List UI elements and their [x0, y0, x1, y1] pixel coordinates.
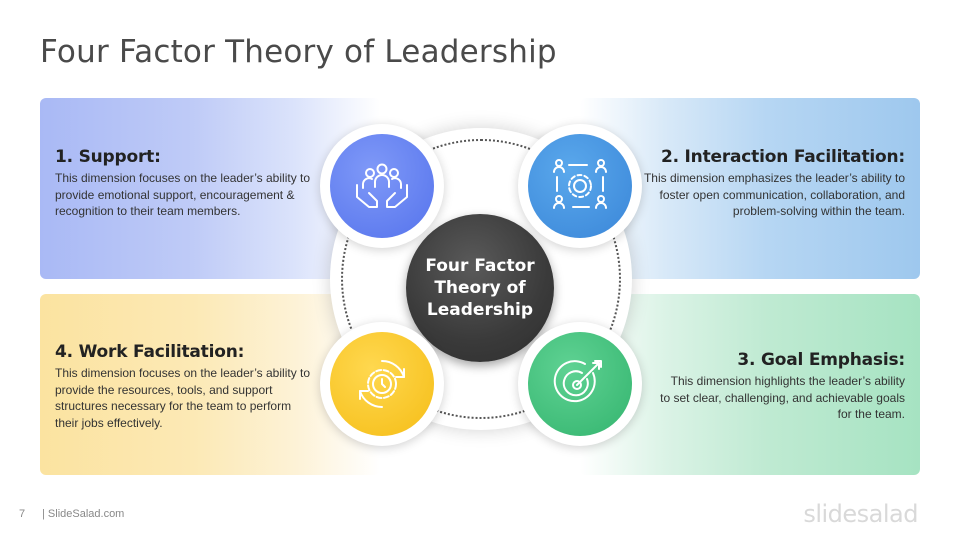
support-heading: 1. Support: [55, 147, 161, 167]
dotted-orbit [341, 139, 621, 419]
support-text-block: 1. Support: This dimension focuses on th… [55, 147, 320, 220]
center-circle: Four Factor Theory of Leadership [406, 214, 554, 362]
people-in-hands-icon [330, 134, 434, 238]
work-description: This dimension focuses on the leader’s a… [55, 366, 311, 430]
goal-heading: 3. Goal Emphasis: [737, 350, 905, 370]
page-number: 7 [19, 508, 26, 520]
interaction-description: This dimension emphasizes the leader’s a… [643, 171, 905, 218]
goal-text-block: 3. Goal Emphasis: This dimension highlig… [660, 350, 905, 423]
slidesalad-logo: slidesalad [803, 500, 918, 528]
interaction-text-block: 2. Interaction Facilitation: This dimens… [640, 147, 905, 220]
target-arrow-icon [528, 332, 632, 436]
work-heading: 4. Work Facilitation: [55, 342, 245, 362]
interaction-heading: 2. Interaction Facilitation: [660, 147, 905, 167]
support-description: This dimension focuses on the leader’s a… [55, 171, 311, 218]
gear-clock-icon [330, 332, 434, 436]
work-text-block: 4. Work Facilitation: This dimension foc… [55, 342, 315, 431]
goal-description: This dimension highlights the leader’s a… [660, 374, 905, 421]
slide-title: Four Factor Theory of Leadership [40, 34, 557, 70]
footer-brand: | SlideSalad.com [42, 508, 125, 520]
center-label: Four Factor Theory of Leadership [425, 256, 535, 320]
team-gear-network-icon [528, 134, 632, 238]
